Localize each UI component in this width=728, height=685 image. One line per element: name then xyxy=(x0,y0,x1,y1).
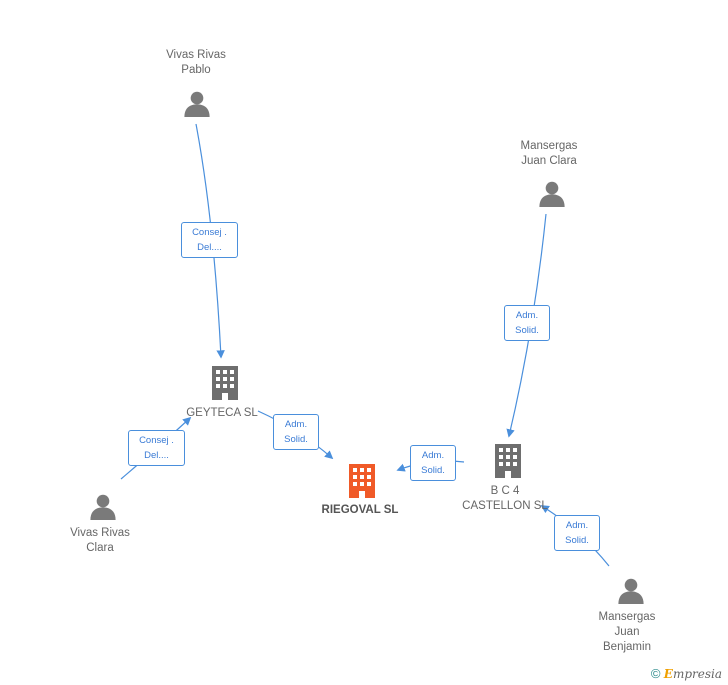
edge-label-bc4-riegoval[interactable]: Adm. Solid. xyxy=(410,445,456,481)
person-icon[interactable] xyxy=(539,181,565,207)
brand-initial: E xyxy=(663,667,673,681)
edge-label-clara-geyteca[interactable]: Consej . Del.... xyxy=(128,430,185,466)
node-label-mansergas-juan-clara[interactable]: Mansergas Juan Clara xyxy=(520,140,578,167)
node-label-vivas-rivas-pablo[interactable]: Vivas Rivas Pablo xyxy=(166,49,226,76)
edge-label-juanclara-bc4[interactable]: Adm. Solid. xyxy=(504,305,550,341)
person-icon[interactable] xyxy=(618,578,644,604)
building-icon[interactable] xyxy=(212,366,238,400)
copyright-icon: © xyxy=(650,666,661,681)
empresia-logo: © Empresia xyxy=(651,666,722,681)
brand-name: mpresia xyxy=(672,667,722,681)
edge-label-geyteca-riegoval[interactable]: Adm. Solid. xyxy=(273,414,319,450)
edge-label-pablo-geyteca[interactable]: Consej . Del.... xyxy=(181,222,238,258)
building-icon[interactable] xyxy=(495,444,521,478)
node-label-riegoval[interactable]: RIEGOVAL SL xyxy=(321,504,399,516)
node-label-geyteca[interactable]: GEYTECA SL xyxy=(186,407,258,419)
person-icon[interactable] xyxy=(90,494,116,520)
edge-label-benjamin-bc4[interactable]: Adm. Solid. xyxy=(554,515,600,551)
building-icon-main[interactable] xyxy=(349,464,375,498)
node-label-vivas-rivas-clara[interactable]: Vivas Rivas Clara xyxy=(70,527,130,554)
person-icon[interactable] xyxy=(184,91,210,117)
node-label-bc4[interactable]: B C 4 CASTELLON SL xyxy=(462,485,548,512)
node-label-mansergas-juan-benjamin[interactable]: Mansergas Juan Benjamin xyxy=(598,611,656,653)
